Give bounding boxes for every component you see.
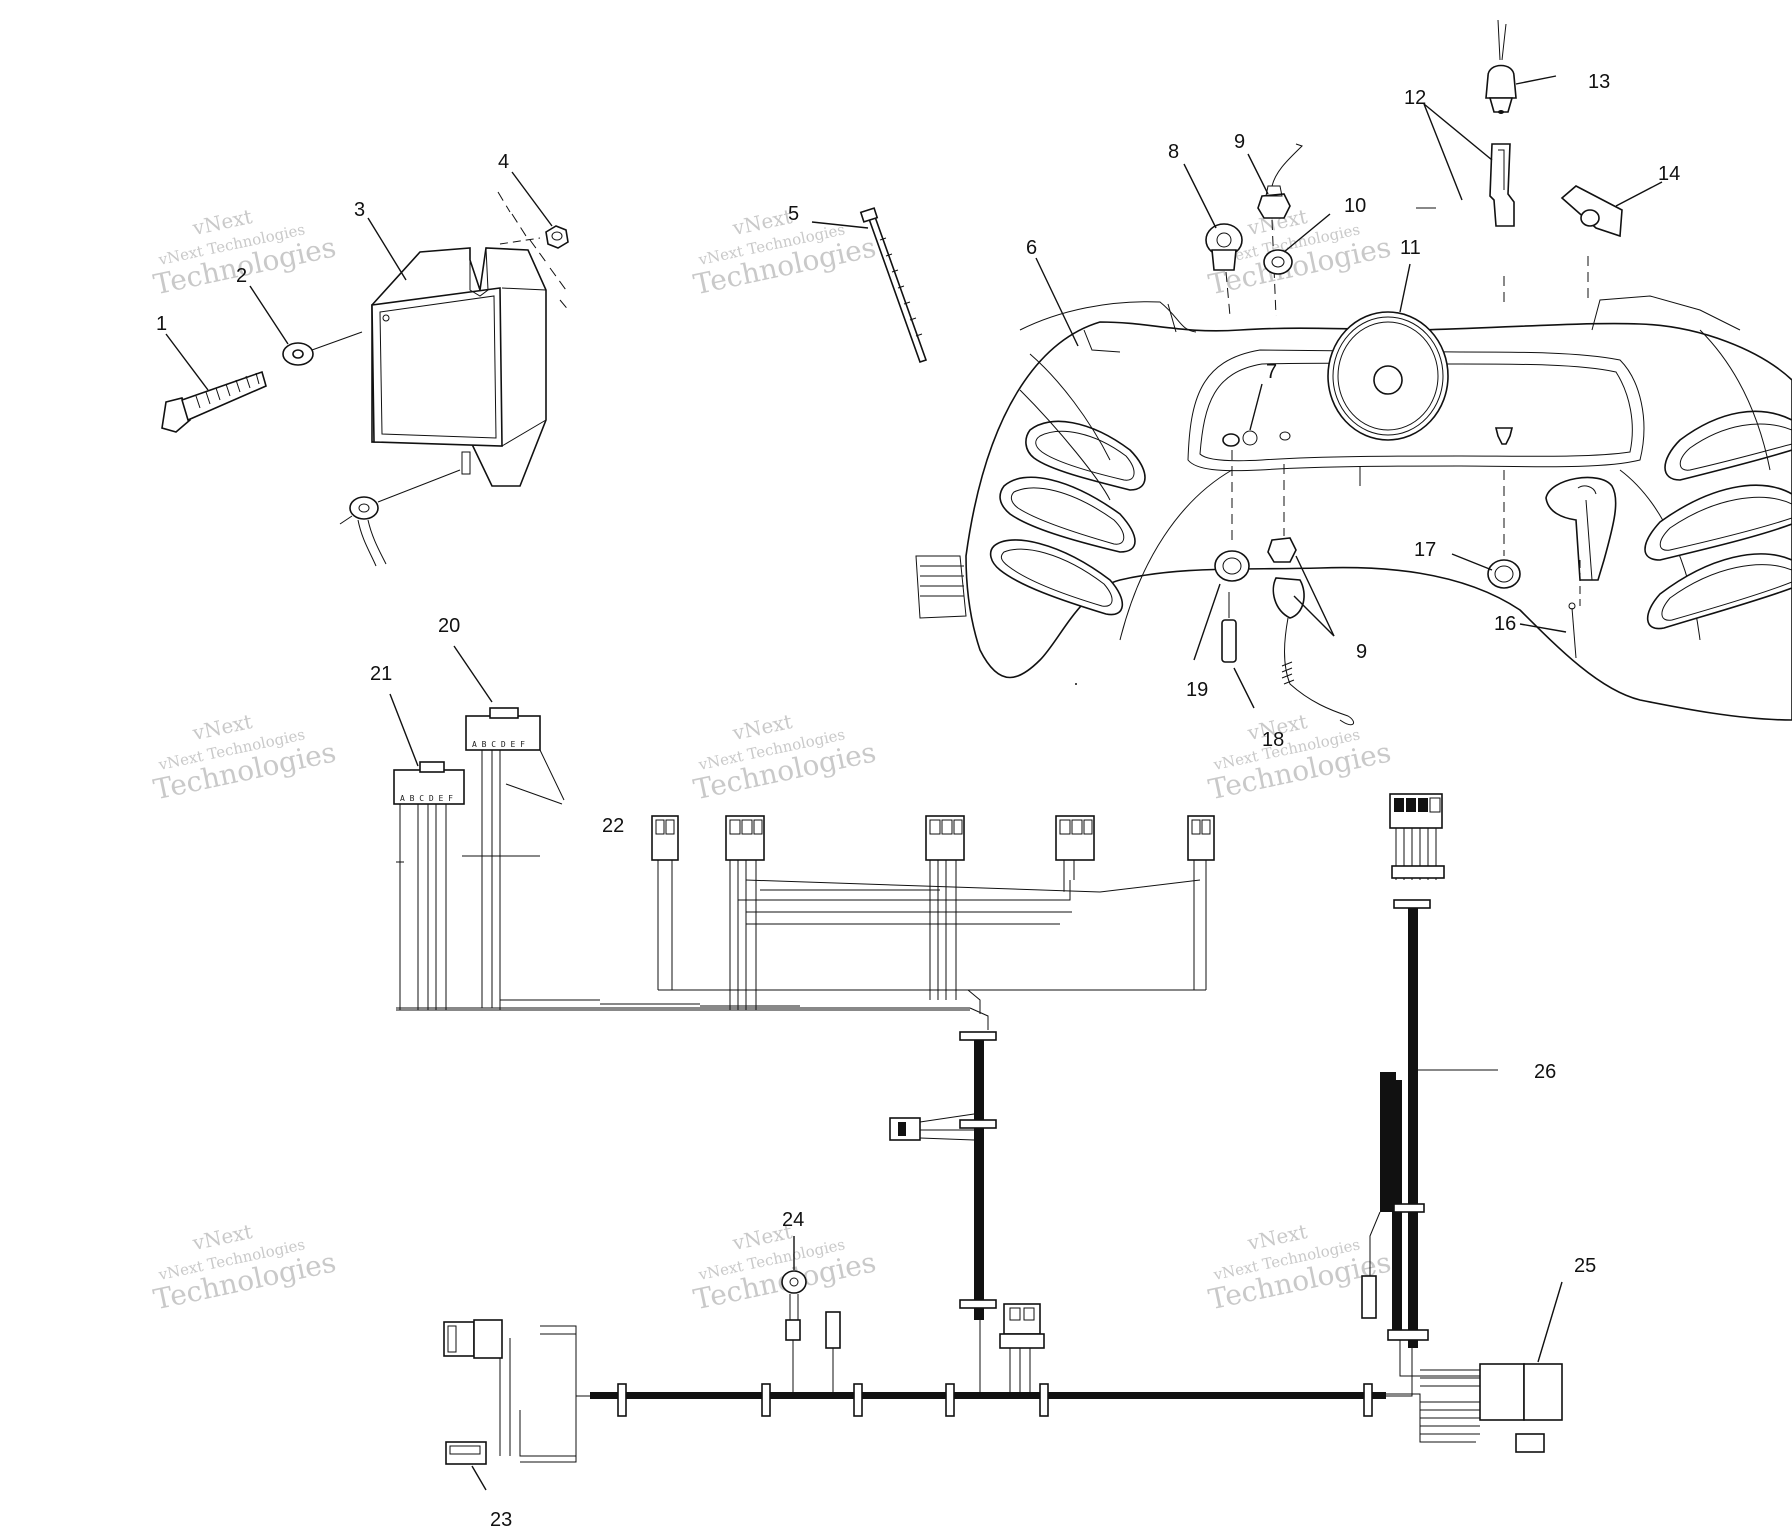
watermark: vNext vNext Technologies Technologies <box>691 204 879 301</box>
nut-part-4 <box>545 225 569 249</box>
connector-21-pins: A B C D E F <box>400 794 453 803</box>
connector-22a <box>651 815 679 990</box>
handlebar-pod-part-6 <box>915 295 1792 721</box>
connector-part-25 <box>1479 1363 1563 1453</box>
bolt-part-1 <box>161 370 267 433</box>
nut-part-19 <box>1214 450 1250 582</box>
callout-12: 12 <box>1404 87 1426 109</box>
leader-lines <box>165 75 1663 1491</box>
callout-25: 25 <box>1574 1255 1596 1277</box>
washer-part-2 <box>282 342 314 366</box>
watermark: vNext vNext Technologies Technologies <box>1206 709 1394 806</box>
watermark: vNext vNext Technologies Technologies <box>691 1219 879 1316</box>
callout-18: 18 <box>1262 729 1284 751</box>
callout-24: 24 <box>782 1209 804 1231</box>
harness-part-26 <box>1361 793 1498 1348</box>
watermark: vNext vNext Technologies Technologies <box>151 709 339 806</box>
callout-9-lower: 9 <box>1356 641 1367 663</box>
pod-vents-left <box>989 353 1146 616</box>
cdi-box-assembly <box>161 191 571 567</box>
callout-6: 6 <box>1026 237 1037 259</box>
callout-3: 3 <box>354 199 365 221</box>
harness-trunk <box>889 1007 1045 1394</box>
nut-part-17 <box>1487 470 1521 589</box>
indicator-light-part-8 <box>1205 223 1243 317</box>
callout-2: 2 <box>236 265 247 287</box>
ground-ring-terminal <box>339 469 461 567</box>
connector-22b <box>725 815 765 1010</box>
bracket-part-14 <box>1560 185 1623 300</box>
callout-26: 26 <box>1534 1061 1556 1083</box>
callout-13: 13 <box>1588 71 1610 93</box>
callout-9-top: 9 <box>1234 131 1245 153</box>
connector-22c <box>925 815 965 1000</box>
callout-11: 11 <box>1400 237 1421 259</box>
fuse-part-18 <box>1221 592 1237 663</box>
connector-part-21: A B C D E F <box>393 761 465 805</box>
pod-vents-right <box>1644 329 1792 630</box>
callout-22: 22 <box>602 815 624 837</box>
watermark: vNext vNext Technologies Technologies <box>151 1219 339 1316</box>
callout-21: 21 <box>370 663 392 685</box>
connector-22e <box>1187 815 1215 990</box>
connectors-row-22 <box>651 815 1215 1014</box>
connector-part-20: A B C D E F <box>465 707 541 751</box>
callout-20: 20 <box>438 615 460 637</box>
connector-part-12 <box>1416 143 1515 306</box>
nut-part-10 <box>1263 249 1293 275</box>
main-harness <box>443 1270 1563 1465</box>
connector-part-23 <box>443 1319 503 1465</box>
callout-numbers: 1 2 3 4 5 6 7 8 9 10 11 12 13 14 16 17 1… <box>156 71 1680 1531</box>
pin-part-16 <box>1568 560 1581 659</box>
callout-19: 19 <box>1186 679 1208 701</box>
cdi-box-part-3 <box>371 247 547 487</box>
watermark: vNext vNext Technologies Technologies <box>691 709 879 806</box>
callout-7: 7 <box>1266 361 1277 383</box>
callout-23: 23 <box>490 1509 512 1531</box>
callout-14: 14 <box>1658 163 1680 185</box>
callout-5: 5 <box>788 203 799 225</box>
switch-part-9-lower <box>1267 464 1355 726</box>
callout-10: 10 <box>1344 195 1366 217</box>
ring-terminal-part-24 <box>781 1270 841 1392</box>
callout-1: 1 <box>156 313 167 335</box>
callout-8: 8 <box>1168 141 1179 163</box>
harness-wires-20-21 <box>396 749 980 1011</box>
connector-22d <box>1055 815 1095 880</box>
callout-16: 16 <box>1494 613 1516 635</box>
connector-20-pins: A B C D E F <box>472 740 525 749</box>
bulb-part-13 <box>1485 19 1517 114</box>
gauge-part-11 <box>1327 311 1449 441</box>
callout-17: 17 <box>1414 539 1436 561</box>
cable-tie-part-5 <box>859 207 928 364</box>
callout-4: 4 <box>498 151 509 173</box>
